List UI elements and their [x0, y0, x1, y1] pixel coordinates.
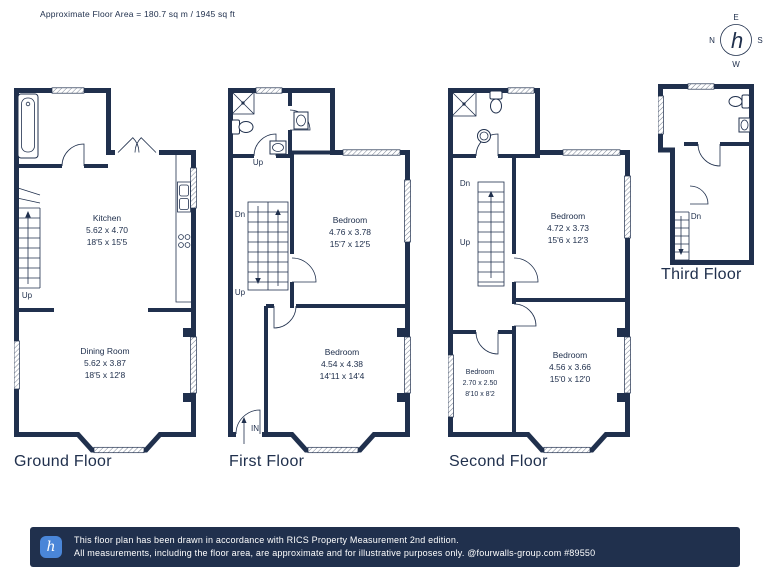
bathroom-door	[61, 143, 85, 167]
bedroom2-dim-metric: 2.70 x 2.50	[463, 380, 498, 387]
bedroom1-dim-metric: 4.72 x 3.73	[547, 223, 589, 233]
bedroom1-name: Bedroom	[551, 211, 586, 221]
dining-dim-metric: 5.62 x 3.87	[84, 358, 126, 368]
bay-window	[93, 446, 145, 454]
ground-floor-plan: Up Kitchen 5.62 x 4.70 18'5 x 15'5 Dinin…	[14, 87, 197, 454]
floor-area-label: Approximate Floor Area = 180.7 sq m / 19…	[40, 9, 236, 19]
kitchen-dim-imperial: 18'5 x 15'5	[87, 237, 128, 247]
toilet	[231, 119, 254, 135]
outer-walls	[658, 84, 754, 265]
sink	[738, 117, 751, 133]
interior-walls	[230, 89, 410, 435]
second-up-label: Up	[460, 238, 471, 247]
interior-walls	[450, 154, 630, 435]
stairs	[16, 187, 41, 289]
bedroom2-name: Bedroom	[466, 369, 495, 376]
windows	[658, 83, 715, 135]
interior-walls	[16, 164, 194, 312]
bedroom2-name: Bedroom	[325, 347, 360, 357]
bay-window	[543, 446, 591, 454]
shower	[231, 91, 255, 115]
second-floor-title: Second Floor	[449, 453, 548, 470]
doors	[689, 143, 721, 205]
bedroom1-dim-imperial: 15'7 x 12'5	[330, 239, 371, 249]
doors	[235, 109, 317, 438]
first-floor-title: First Floor	[229, 453, 305, 470]
footer-disclaimer-line2: All measurements, including the floor ar…	[74, 548, 596, 558]
dining-name: Dining Room	[80, 346, 129, 356]
sink	[477, 129, 491, 143]
toilet	[489, 90, 503, 114]
third-floor-title: Third Floor	[661, 266, 742, 283]
compass-circle	[720, 24, 752, 56]
bedroom3-dim-imperial: 15'0 x 12'0	[550, 374, 591, 384]
french-doors	[117, 137, 157, 153]
third-floor-plan: Dn	[658, 83, 754, 265]
ground-up-label: Up	[22, 291, 33, 300]
windows	[448, 87, 631, 454]
bedroom2-dim-metric: 4.54 x 4.38	[321, 359, 363, 369]
bathtub	[17, 93, 39, 159]
windows	[14, 87, 197, 454]
outer-walls	[14, 88, 196, 453]
third-dn-label: Dn	[691, 212, 701, 221]
compass-s: S	[757, 36, 762, 45]
ground-floor-title: Ground Floor	[14, 453, 112, 470]
outer-walls	[228, 88, 410, 453]
fourwalls-logo-icon: h	[40, 536, 62, 558]
bedroom3-name: Bedroom	[553, 350, 588, 360]
kitchen-dim-metric: 5.62 x 4.70	[86, 225, 128, 235]
bay-window	[307, 446, 359, 454]
second-floor-plan: Dn Up Bedroom 4.72 x 3.73 15'6 x 12'3 Be…	[448, 87, 631, 454]
compass-w: W	[732, 60, 740, 69]
first-up-top-label: Up	[253, 158, 264, 167]
bedroom3-dim-metric: 4.56 x 3.66	[549, 362, 591, 372]
stairs	[477, 181, 505, 287]
sink	[269, 140, 287, 155]
first-floor-plan: Up Dn Up IN Bedroom 4.76 x 3.78 15'7 x 1…	[228, 87, 411, 454]
shower	[451, 91, 477, 117]
first-in-label: IN	[251, 424, 259, 433]
first-dn-label: Dn	[235, 210, 245, 219]
first-up-bottom-label: Up	[235, 288, 246, 297]
compass-needle-icon: h	[731, 28, 743, 53]
bedroom1-name: Bedroom	[333, 215, 368, 225]
footer-bar: h This floor plan has been drawn in acco…	[30, 527, 740, 567]
footer-disclaimer-line1: This floor plan has been drawn in accord…	[74, 535, 459, 545]
bedroom2-dim-imperial: 8'10 x 8'2	[465, 391, 495, 398]
compass-n: N	[709, 36, 715, 45]
entrance-arrow	[241, 417, 247, 444]
dining-dim-imperial: 18'5 x 12'8	[85, 370, 126, 380]
bedroom1-dim-imperial: 15'6 x 12'3	[548, 235, 589, 245]
bedroom2-dim-imperial: 14'11 x 14'4	[320, 371, 365, 381]
compass: h E S W N	[709, 13, 763, 69]
bedroom1-dim-metric: 4.76 x 3.78	[329, 227, 371, 237]
toilet	[728, 94, 750, 109]
kitchen-name: Kitchen	[93, 213, 122, 223]
windows	[255, 87, 411, 454]
stairs	[247, 201, 289, 291]
kitchen-counter	[175, 155, 191, 303]
landing-sink	[293, 111, 309, 130]
compass-e: E	[733, 13, 738, 22]
second-dn-label: Dn	[460, 179, 470, 188]
stairs	[673, 211, 690, 261]
outer-walls	[448, 88, 630, 453]
